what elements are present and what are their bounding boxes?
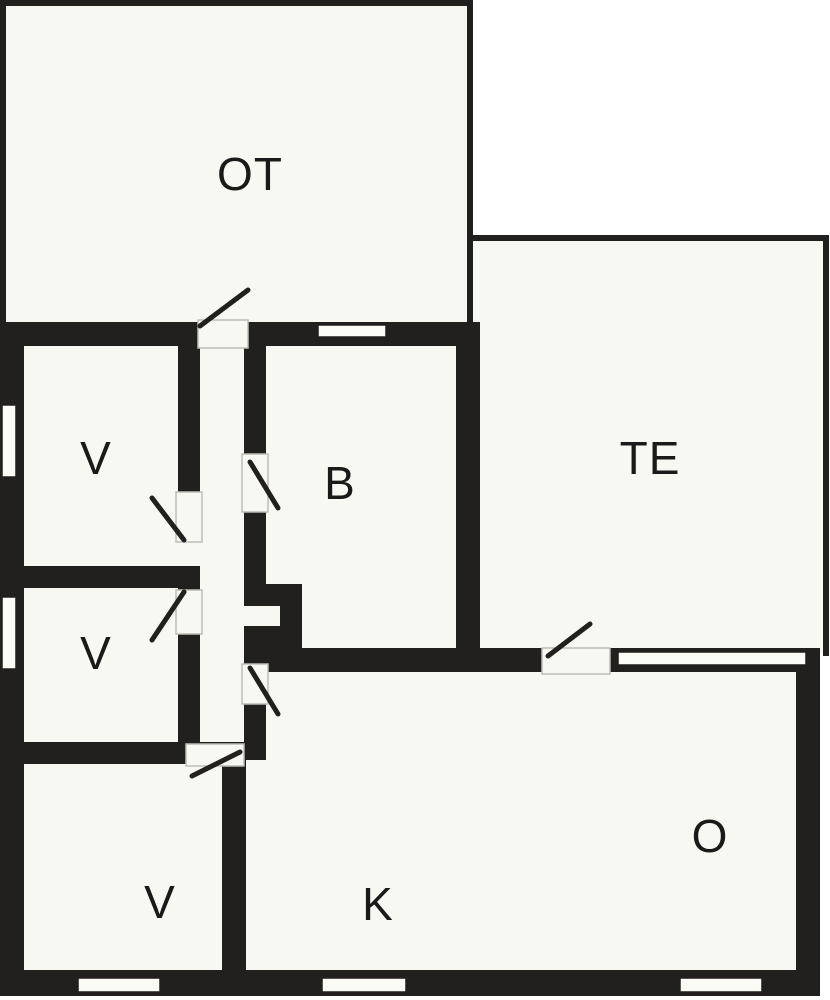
wall-b-bottom xyxy=(244,648,480,672)
door-leaf-hall-to-v2 xyxy=(149,589,187,643)
windows xyxy=(1,324,807,993)
jamb-te-o xyxy=(541,647,611,675)
door-gap-hall-k xyxy=(242,664,268,704)
wall-b-notch-horizontal-bottom xyxy=(244,626,302,648)
jamb-hall-k xyxy=(241,663,269,705)
window-bottom-left xyxy=(77,977,161,993)
thin-wall-outlines xyxy=(0,0,829,656)
wall-v2-v3 xyxy=(18,742,200,764)
wall-hall-right-lower xyxy=(244,700,266,760)
door-openings xyxy=(176,320,610,766)
room-label-ot: OT xyxy=(217,148,283,200)
room-label-te: TE xyxy=(620,432,681,484)
jamb-hall-v2 xyxy=(175,589,203,635)
window-left-lower xyxy=(1,596,17,670)
door-leaf-hall-to-b xyxy=(247,459,281,511)
jamb-hall-v1 xyxy=(175,491,203,543)
room-fill-ot xyxy=(4,4,470,322)
door-gap-hall-v3 xyxy=(186,744,244,766)
window-o-top xyxy=(617,651,807,666)
door-gap-ot-hall xyxy=(198,320,248,348)
wall-hall-left-upper xyxy=(178,330,200,536)
wall-exterior-right-o xyxy=(796,654,820,994)
wall-hall-left-lower xyxy=(178,630,200,752)
wall-v3-k xyxy=(222,742,246,994)
room-label-b: B xyxy=(324,457,356,509)
room-fill-o-body xyxy=(470,654,820,994)
window-left-upper xyxy=(1,404,17,478)
door-leaf-te-to-o xyxy=(545,621,593,659)
room-label-o: O xyxy=(692,810,729,862)
outline-ot xyxy=(0,0,473,326)
door-leaves xyxy=(149,287,593,779)
room-label-v3: V xyxy=(144,876,176,928)
outline-te xyxy=(470,235,829,656)
jamb-ot-hall xyxy=(197,319,249,349)
door-leaf-hall-to-v1 xyxy=(149,495,187,543)
wall-hall-right-upper xyxy=(244,330,266,454)
window-b-top xyxy=(317,324,387,338)
room-label-k: K xyxy=(362,878,394,930)
room-labels: OT TE V V V B K O xyxy=(80,148,729,930)
wall-b-te-vertical xyxy=(456,322,480,668)
room-label-v2: V xyxy=(80,627,112,679)
room-fill-te xyxy=(470,238,826,654)
door-leaf-ot-to-hall xyxy=(197,287,251,329)
window-bottom-right xyxy=(679,977,763,993)
door-leaf-hall-to-v3 xyxy=(189,749,243,779)
wall-hall-right-mid xyxy=(244,512,266,584)
door-leaf-hall-to-k xyxy=(247,665,281,717)
wall-exterior-top-left xyxy=(0,322,198,346)
jamb-hall-b xyxy=(241,453,269,513)
wall-v1-v2 xyxy=(18,566,200,588)
window-bottom-center xyxy=(321,977,407,993)
room-label-v1: V xyxy=(80,432,112,484)
